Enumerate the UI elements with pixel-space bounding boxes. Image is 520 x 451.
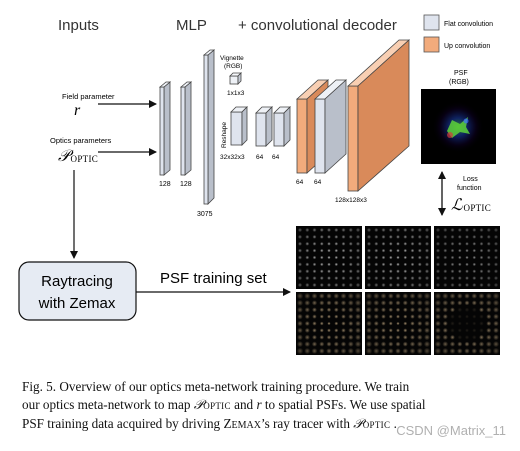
- optics-symbol: 𝒫OPTIC: [58, 148, 98, 165]
- vignette-rgb: (RGB): [224, 63, 242, 70]
- psf-training-tile: [365, 226, 431, 289]
- legend-flat-swatch: [423, 14, 440, 31]
- loss-label-2: function: [457, 185, 482, 192]
- reshape-label: Reshape: [221, 122, 228, 148]
- mlp-layer-3: [202, 49, 216, 205]
- loss-label-1: Loss: [463, 176, 478, 183]
- mlp-layer-2: [179, 81, 193, 176]
- up-conv-block-2: [313, 79, 348, 174]
- watermark: CSDN @Matrix_11: [396, 423, 506, 438]
- reshape-block: [230, 106, 248, 146]
- up-conv-1-size: 64: [296, 179, 304, 186]
- caption-line-1: Fig. 5. Overview of our optics meta-netw…: [22, 379, 410, 394]
- caption-line-2: our optics meta-network to map 𝒫OPTIC an…: [22, 397, 426, 412]
- mlp-layer-1: [158, 81, 172, 176]
- flat-conv-block-1: [255, 106, 273, 147]
- psf-output-image: [421, 89, 496, 164]
- flat-conv-block-2: [273, 106, 291, 147]
- raytracing-box: [18, 261, 137, 321]
- field-parameter-label: Field parameter: [62, 92, 115, 101]
- flat-conv-1-size: 64: [256, 154, 264, 161]
- vignette-label: Vignette: [220, 55, 244, 62]
- mlp-heading: MLP: [176, 17, 207, 34]
- up-conv-block-final: [346, 39, 411, 192]
- up-conv-2-size: 64: [314, 179, 322, 186]
- mlp-layer-3-size: 3075: [197, 211, 213, 218]
- legend-flat-label: Flat convolution: [444, 21, 493, 28]
- training-set-label: PSF training set: [160, 270, 268, 287]
- psf-rgb: (RGB): [449, 79, 469, 86]
- inputs-heading: Inputs: [58, 17, 99, 34]
- psf-title: PSF: [454, 70, 468, 77]
- optics-parameters-label: Optics parameters: [50, 136, 112, 145]
- mlp-layer-1-size: 128: [159, 181, 171, 188]
- psf-training-tile: [296, 292, 362, 355]
- field-symbol: r: [74, 102, 81, 119]
- legend-up-swatch: [423, 36, 440, 53]
- vignette-size: 1x1x3: [227, 90, 245, 97]
- psf-training-grid: [296, 226, 500, 355]
- psf-training-tile: [434, 292, 500, 355]
- raytracing-line-2: with Zemax: [38, 295, 116, 312]
- flat-conv-2-size: 64: [272, 154, 280, 161]
- network-diagram: Inputs MLP + convolutional decoder Flat …: [18, 14, 500, 355]
- reshape-size: 32x32x3: [220, 154, 245, 161]
- figure-caption: Fig. 5. Overview of our optics meta-netw…: [22, 378, 502, 435]
- mlp-layer-2-size: 128: [180, 181, 192, 188]
- loss-symbol: ℒOPTIC: [451, 197, 491, 214]
- caption-line-3: PSF training data acquired by driving ZE…: [22, 416, 397, 431]
- psf-training-tile: [296, 226, 362, 289]
- legend-up-label: Up convolution: [444, 43, 490, 50]
- vignette-cube: [229, 72, 242, 85]
- raytracing-line-1: Raytracing: [41, 273, 113, 290]
- decoder-heading: + convolutional decoder: [238, 17, 397, 34]
- psf-training-tile: [434, 226, 500, 289]
- psf-training-tile: [365, 292, 431, 355]
- final-size: 128x128x3: [335, 197, 367, 204]
